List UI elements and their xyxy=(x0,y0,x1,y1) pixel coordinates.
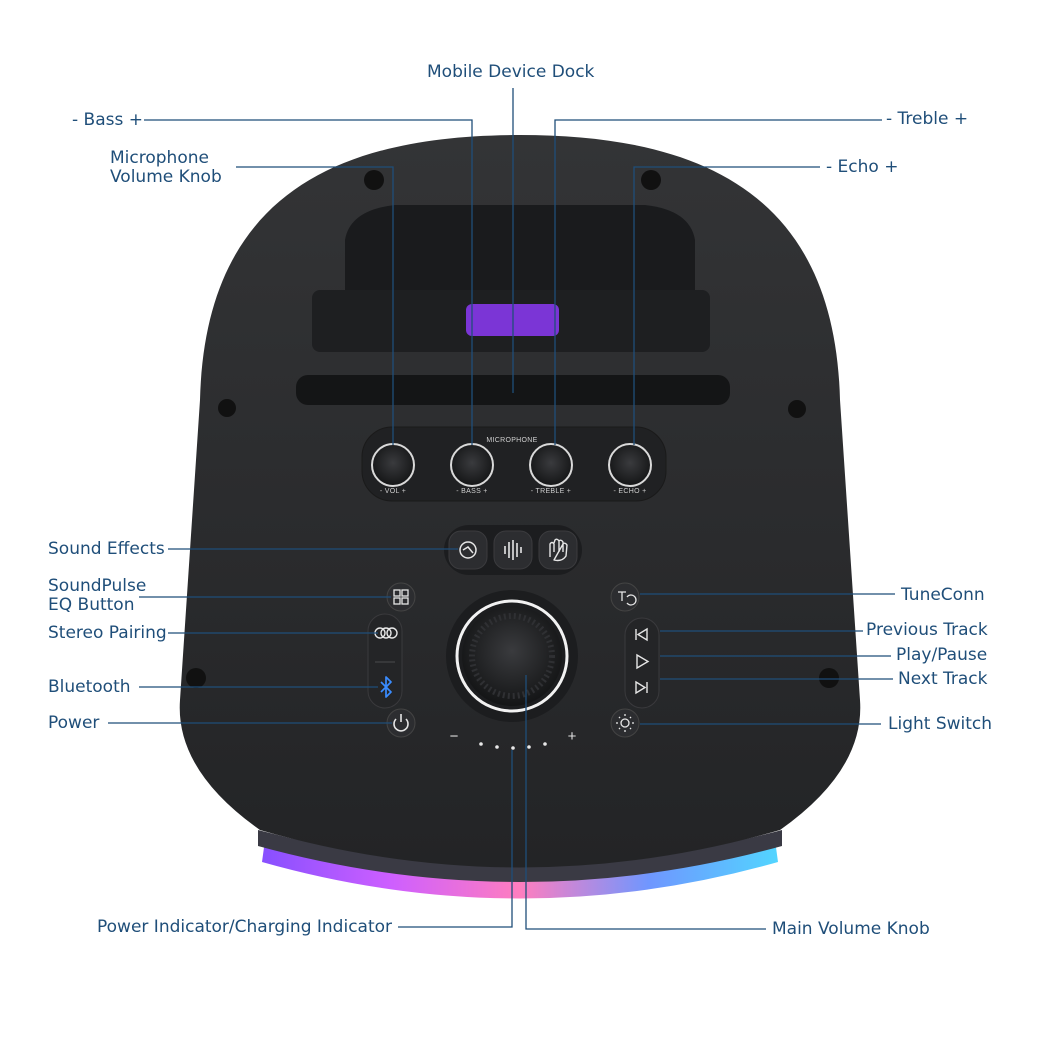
soundpulse-eq-button[interactable] xyxy=(386,582,416,612)
callout-stereo-pairing: Stereo Pairing xyxy=(48,623,167,643)
soundpulse-icon xyxy=(393,589,409,605)
bluetooth-icon xyxy=(380,676,392,698)
knob-bass[interactable] xyxy=(450,443,494,487)
applause-button[interactable] xyxy=(538,530,578,570)
next-track-button[interactable] xyxy=(635,680,648,695)
power-button[interactable] xyxy=(386,708,416,738)
callout-power: Power xyxy=(48,713,100,733)
knob-vol[interactable] xyxy=(371,443,415,487)
tuneconn-icon xyxy=(618,591,637,606)
next-track-icon xyxy=(635,680,648,695)
callout-mobile-device-dock: Mobile Device Dock xyxy=(427,62,595,82)
play-pause-button[interactable] xyxy=(636,653,650,670)
bluetooth-button[interactable] xyxy=(380,676,392,698)
callout-main-volume-knob: Main Volume Knob xyxy=(772,919,930,939)
screw xyxy=(788,400,806,418)
callout-bass: - Bass + xyxy=(72,110,143,130)
previous-track-button[interactable] xyxy=(635,627,648,642)
power-icon xyxy=(393,714,409,732)
sound-effect-icon xyxy=(459,541,477,559)
knob-panel xyxy=(361,426,667,502)
screw xyxy=(641,170,661,190)
callout-treble: - Treble + xyxy=(886,109,969,129)
callout-light-switch: Light Switch xyxy=(888,714,993,734)
volume-plus-label: + xyxy=(568,728,577,745)
callout-mic-line1: Microphone xyxy=(110,148,209,168)
base-light-ring xyxy=(262,840,778,899)
callout-echo: - Echo + xyxy=(826,157,899,177)
sound-effect-button[interactable] xyxy=(448,530,488,570)
screw xyxy=(819,668,839,688)
callout-power-indicator: Power Indicator/Charging Indicator xyxy=(97,917,393,937)
leader-lines xyxy=(108,88,895,930)
callout-previous-track: Previous Track xyxy=(866,620,988,640)
waveform-button[interactable] xyxy=(493,530,533,570)
callout-bluetooth: Bluetooth xyxy=(48,677,131,697)
knob-treble[interactable] xyxy=(529,443,573,487)
track-controls-pill xyxy=(624,617,660,709)
callout-soundpulse-line2: EQ Button xyxy=(48,595,135,615)
waveform-icon xyxy=(504,540,522,560)
knob-label-bass: - BASS + xyxy=(456,488,487,495)
handle-recess xyxy=(345,205,695,290)
callout-play-pause: Play/Pause xyxy=(896,645,988,665)
tuneconn-button[interactable] xyxy=(610,582,640,612)
previous-track-icon xyxy=(635,627,648,642)
power-indicator-dots xyxy=(479,742,547,750)
knob-label-treble: - TREBLE + xyxy=(531,488,571,495)
light-switch-icon xyxy=(616,714,634,732)
base-grille xyxy=(258,830,782,882)
callout-mic-line2: Volume Knob xyxy=(110,167,222,187)
knob-label-echo: - ECHO + xyxy=(614,488,647,495)
callout-microphone-volume-knob: Microphone Volume Knob xyxy=(110,149,222,187)
play-icon xyxy=(636,653,650,670)
microphone-label: MICROPHONE xyxy=(486,437,537,444)
light-switch-button[interactable] xyxy=(610,708,640,738)
callout-tuneconn: TuneConn xyxy=(901,585,985,605)
callout-sound-effects: Sound Effects xyxy=(48,539,165,559)
knob-label-vol: - VOL + xyxy=(380,488,406,495)
callout-soundpulse-eq: SoundPulse EQ Button xyxy=(48,577,146,615)
knob-echo[interactable] xyxy=(608,443,652,487)
callout-next-track: Next Track xyxy=(898,669,988,689)
screw xyxy=(218,399,236,417)
volume-minus-label: − xyxy=(450,728,459,745)
screw xyxy=(186,668,206,688)
callout-soundpulse-line1: SoundPulse xyxy=(48,576,147,596)
screw xyxy=(364,170,384,190)
main-volume-knob[interactable] xyxy=(446,590,578,722)
hand-wave-icon xyxy=(549,538,568,562)
